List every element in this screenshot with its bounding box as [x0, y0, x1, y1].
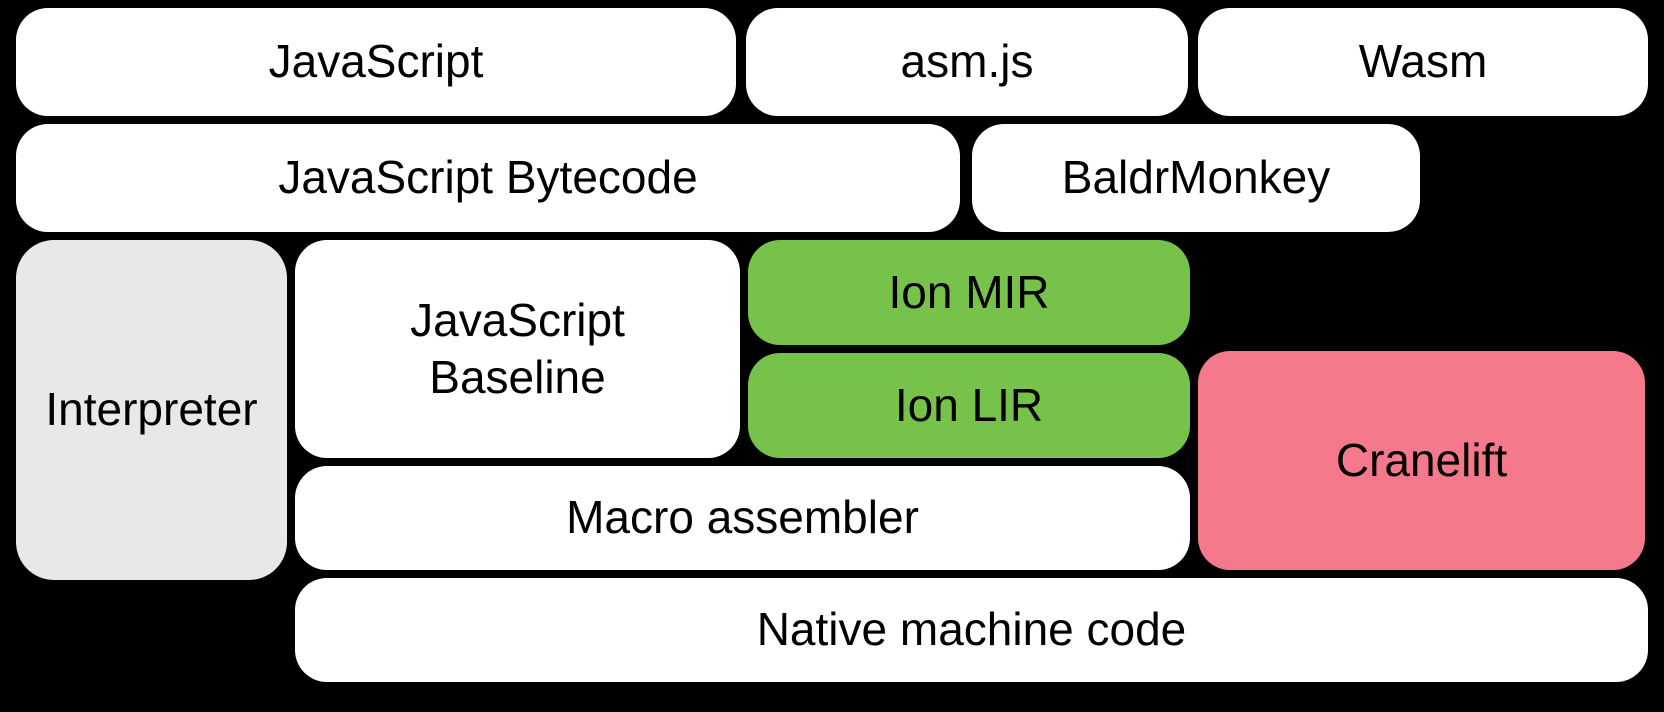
box-ion-lir: Ion LIR [748, 353, 1190, 458]
box-ion-mir-label: Ion MIR [888, 265, 1050, 318]
box-javascript-bytecode: JavaScript Bytecode [16, 124, 960, 232]
box-macro-assembler-label: Macro assembler [566, 491, 919, 544]
box-baldrmonkey: BaldrMonkey [972, 124, 1420, 232]
box-javascript: JavaScript [16, 8, 736, 116]
box-native-machine-code: Native machine code [295, 578, 1648, 682]
box-javascript-baseline: JavaScript Baseline [295, 240, 740, 458]
box-asmjs: asm.js [746, 8, 1188, 116]
box-macro-assembler: Macro assembler [295, 466, 1190, 570]
box-ion-mir: Ion MIR [748, 240, 1190, 345]
box-wasm-label: Wasm [1358, 35, 1488, 88]
box-javascript-label: JavaScript [268, 35, 484, 88]
box-interpreter-label: Interpreter [45, 383, 258, 436]
box-cranelift: Cranelift [1198, 351, 1645, 570]
box-cranelift-label: Cranelift [1335, 433, 1508, 486]
box-baldrmonkey-label: BaldrMonkey [1061, 151, 1331, 204]
box-javascript-bytecode-label: JavaScript Bytecode [278, 151, 698, 204]
box-interpreter: Interpreter [16, 240, 287, 580]
box-wasm: Wasm [1198, 8, 1648, 116]
box-native-machine-code-label: Native machine code [756, 603, 1187, 656]
box-asmjs-label: asm.js [900, 35, 1034, 88]
box-javascript-baseline-label: JavaScript Baseline [410, 293, 625, 404]
box-ion-lir-label: Ion LIR [894, 378, 1044, 431]
